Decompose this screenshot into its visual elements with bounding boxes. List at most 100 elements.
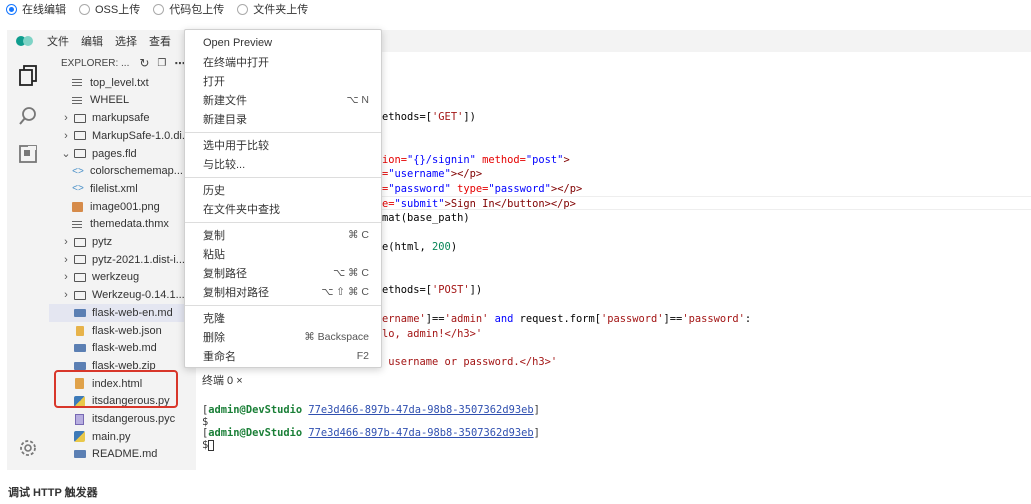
upload-mode-option[interactable]: OSS上传 [79,1,140,17]
menu-edit[interactable]: 编辑 [81,36,103,48]
menu-selection[interactable]: 选择 [115,36,137,48]
tree-item-label: flask-web.zip [92,359,156,372]
terminal-close-icon[interactable]: × [236,375,243,387]
code-token: >Sign In</button></p> [444,198,576,210]
context-menu-item[interactable]: Open Preview [203,35,369,51]
code-token: : [744,313,752,325]
menu-separator [185,177,381,178]
context-menu-item-label: 复制 [203,230,225,242]
radio-button[interactable] [6,3,17,15]
context-menu-item-shortcut: F2 [356,350,369,362]
context-menu-item-shortcut: ⌥ N [346,94,369,106]
tree-item[interactable]: WHEEL [49,92,196,110]
context-menu-item[interactable]: 与比较... [203,156,369,172]
tree-item[interactable]: README.md [49,446,196,464]
context-menu-item[interactable]: 复制⌘ C [203,227,369,243]
tree-item[interactable]: ›Werkzeug-0.14.1.... [49,286,196,304]
tree-item-label: flask-web.json [92,324,162,337]
folder-icon [74,272,86,282]
context-menu-item[interactable]: 新建文件⌥ N [203,92,369,108]
code-token: e(html, [382,241,433,253]
tree-item[interactable]: top_level.txt [49,74,196,92]
radio-button[interactable] [79,3,90,15]
more-icon[interactable]: ⋯ [174,57,186,70]
tree-item[interactable]: flask-web.md [49,340,196,358]
tree-item-label: itsdangerous.py [92,395,170,408]
folder-icon [74,237,86,247]
chevron-right-icon[interactable]: › [64,253,68,266]
tree-item[interactable]: <>filelist.xml [49,180,196,198]
upload-mode-option[interactable]: 在线编辑 [6,1,66,17]
code-line: e="submit">Sign In</button></p> [382,198,576,212]
terminal-prompt-2[interactable]: $ [202,439,215,451]
files-icon[interactable] [16,64,40,88]
tree-item-label: index.html [92,377,143,390]
tree-item[interactable]: ›werkzeug [49,269,196,287]
tree-item[interactable]: ›markupsafe [49,109,196,127]
context-menu-item[interactable]: 复制相对路径⌥ ⇧ ⌘ C [203,284,369,300]
code-line: e(html, 200) [382,241,457,255]
tree-item[interactable]: ›pytz-2021.1.dist-i... [49,251,196,269]
chevron-right-icon[interactable]: › [64,129,68,142]
menu-file[interactable]: 文件 [47,36,69,48]
radio-button[interactable] [237,3,249,15]
settings-gear-icon[interactable] [16,436,40,460]
context-menu-item[interactable]: 删除⌘ Backspace [203,329,369,345]
tree-item[interactable]: image001.png [49,198,196,216]
code-line: ername']=='admin' and request.form['pass… [382,313,751,327]
folder-icon [74,255,86,265]
tree-item[interactable]: ⌄pages.fld [49,145,196,163]
tree-item[interactable]: itsdangerous.py [49,393,196,411]
upload-mode-option[interactable]: 文件夹上传 [237,1,308,17]
tree-item[interactable]: ›pytz [49,233,196,251]
tree-item[interactable]: flask-web.json [49,322,196,340]
search-icon[interactable] [16,104,40,128]
tree-item[interactable]: main.py [49,428,196,446]
radio-button[interactable] [153,3,165,15]
refresh-icon[interactable]: ↻ [139,56,150,70]
chevron-right-icon[interactable]: › [64,271,68,284]
terminal-tab[interactable]: 终端 0 × [202,372,243,388]
context-menu-item[interactable]: 粘贴 [203,246,369,262]
code-token: 'password' [600,313,664,325]
context-menu-item[interactable]: 打开 [203,73,369,89]
tree-item[interactable]: flask-web.zip [49,357,196,375]
code-token: username or password.</h3>' [382,356,558,368]
context-menu-item[interactable]: 克隆 [203,310,369,326]
code-token: ]== [663,313,683,325]
chevron-right-icon[interactable]: › [64,236,68,249]
menu-view[interactable]: 查看 [149,36,171,48]
code-token: ion= [382,154,408,166]
json-file-icon [76,325,84,336]
context-menu-item[interactable]: 历史 [203,182,369,198]
tree-item[interactable]: themedata.thmx [49,216,196,234]
context-menu-item[interactable]: 选中用于比较 [203,137,369,153]
chevron-right-icon[interactable]: › [64,289,68,302]
tree-item[interactable]: <>colorschememap... [49,163,196,181]
context-menu-item-label: 与比较... [203,159,246,171]
code-line: ion="{}/signin" method="post"> [382,154,570,168]
tree-item[interactable]: flask-web-en.md [49,304,196,322]
code-file-icon: <> [72,183,84,195]
context-menu-item[interactable]: 复制路径⌥ ⌘ C [203,265,369,281]
context-menu-item-label: 重命名 [203,351,236,363]
context-menu-item[interactable]: 新建目录 [203,111,369,127]
context-menu-item[interactable]: 在终端中打开 [203,54,369,70]
code-token: ]) [463,111,476,123]
tree-item[interactable]: ›MarkupSafe-1.0.di... [49,127,196,145]
tree-item-label: image001.png [90,200,160,213]
context-menu-item-label: Open Preview [203,37,273,49]
terminal-panel[interactable]: 终端 0 × [admin@DevStudio 77e3d466-897b-47… [196,368,1031,470]
code-token: 'password' [682,313,745,325]
tree-item[interactable]: index.html [49,375,196,393]
tree-item[interactable]: itsdangerous.pyc [49,410,196,428]
upload-mode-option[interactable]: 代码包上传 [153,1,224,17]
collapse-all-icon[interactable]: ❐ [157,57,167,69]
context-menu-item[interactable]: 在文件夹中查找 [203,201,369,217]
chevron-right-icon[interactable]: › [64,112,68,125]
chevron-down-icon[interactable]: ⌄ [61,148,71,161]
python-file-icon [74,431,85,443]
extensions-icon[interactable] [16,142,40,166]
context-menu-item[interactable]: 重命名 F2 [203,348,369,364]
